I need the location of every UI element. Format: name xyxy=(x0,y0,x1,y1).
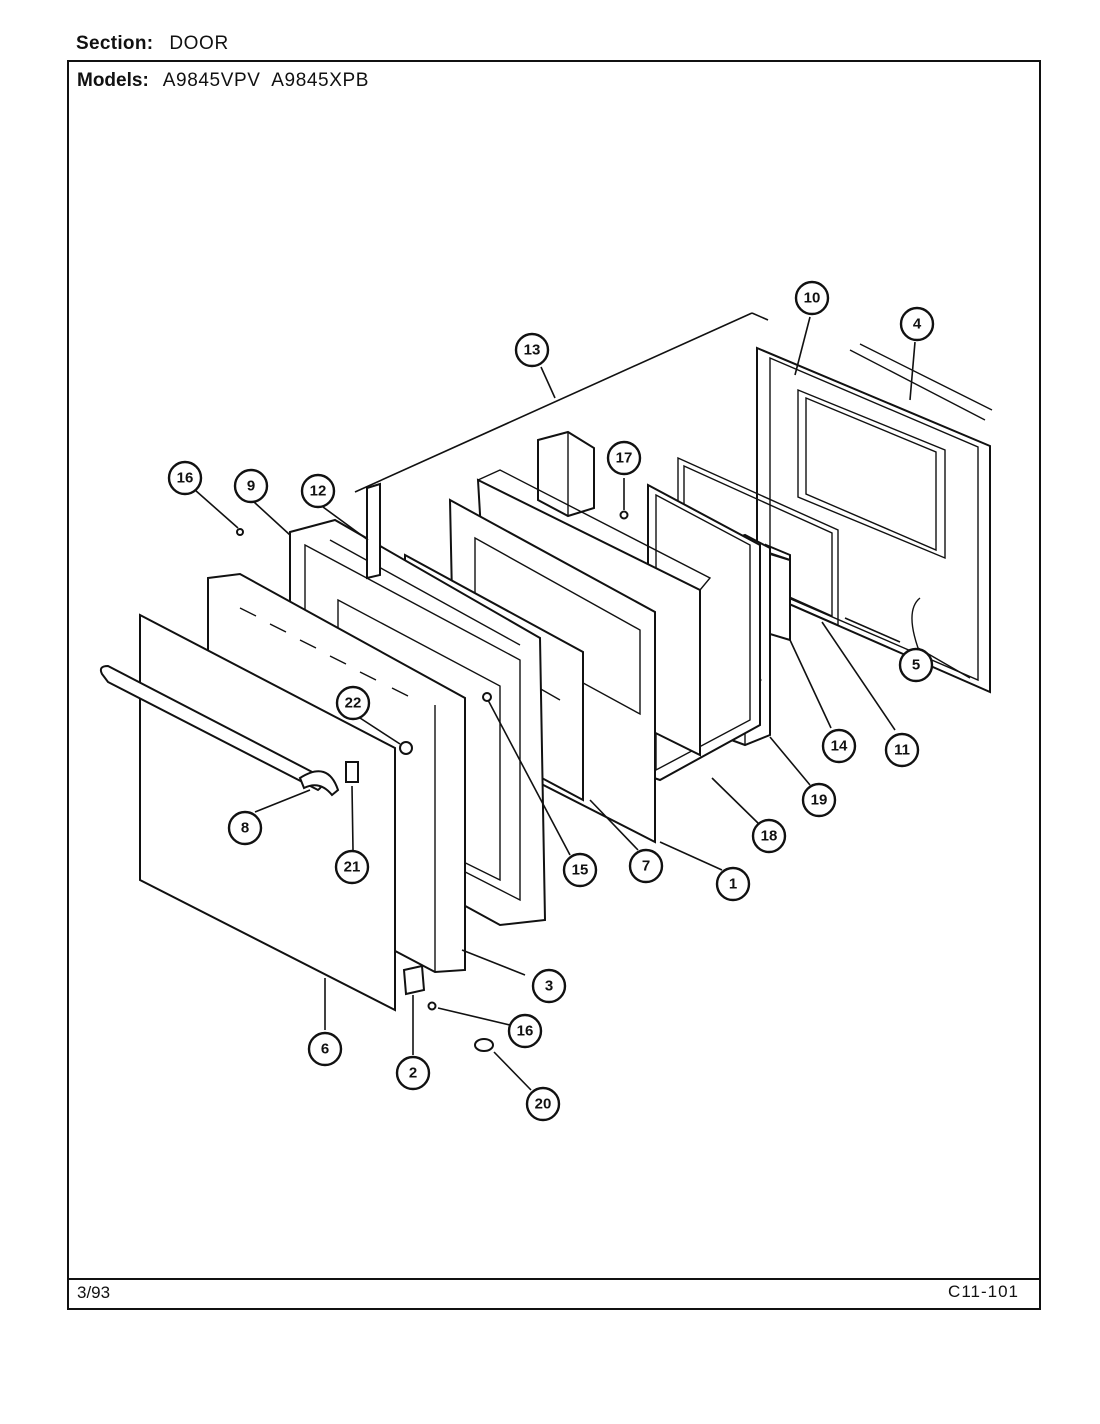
footer-code: C11-101 xyxy=(948,1282,1019,1301)
svg-text:19: 19 xyxy=(811,792,828,809)
callout-21: 21 xyxy=(334,849,370,885)
callout-4: 4 xyxy=(899,306,935,342)
callout-17: 17 xyxy=(606,440,642,476)
diagram-frame: Models: A9845VPV A9845XPB 3/93 C11-101 xyxy=(67,60,1041,1310)
section-label: Section: xyxy=(76,33,154,54)
section-header: Section: DOOR xyxy=(76,33,229,55)
svg-text:21: 21 xyxy=(344,859,361,876)
callout-1: 1 xyxy=(715,866,751,902)
svg-text:10: 10 xyxy=(804,290,821,307)
models-value: A9845VPV A9845XPB xyxy=(162,70,370,91)
callout-9: 9 xyxy=(233,468,269,504)
svg-text:18: 18 xyxy=(761,828,778,845)
svg-text:14: 14 xyxy=(831,738,848,755)
svg-text:15: 15 xyxy=(572,862,589,879)
svg-text:16: 16 xyxy=(517,1023,534,1040)
callout-15: 15 xyxy=(562,852,598,888)
models-label: Models: xyxy=(77,70,149,91)
callout-20: 20 xyxy=(525,1086,561,1122)
svg-text:17: 17 xyxy=(616,450,633,467)
svg-text:20: 20 xyxy=(535,1096,552,1113)
handle-part-8 xyxy=(99,664,340,797)
callout-12: 12 xyxy=(300,473,336,509)
section-value: DOOR xyxy=(169,33,229,54)
callout-3: 3 xyxy=(531,968,567,1004)
callout-19: 19 xyxy=(801,782,837,818)
nut-part-22 xyxy=(399,741,413,755)
callout-11: 11 xyxy=(884,732,920,768)
hinge-part-2 xyxy=(402,964,426,996)
svg-text:7: 7 xyxy=(642,858,650,875)
svg-text:12: 12 xyxy=(310,483,327,500)
callout-16-top: 16 xyxy=(167,460,203,496)
callout-8: 8 xyxy=(227,810,263,846)
callout-13: 13 xyxy=(514,332,550,368)
callout-16-bottom: 16 xyxy=(507,1013,543,1049)
svg-text:9: 9 xyxy=(247,478,255,495)
callout-6: 6 xyxy=(307,1031,343,1067)
callout-22: 22 xyxy=(335,685,371,721)
screws xyxy=(236,510,629,1011)
svg-text:1: 1 xyxy=(729,876,737,893)
callout-14: 14 xyxy=(821,728,857,764)
bumper-part-20 xyxy=(474,1038,494,1052)
footer-divider xyxy=(69,1278,1039,1280)
bracket-part-12 xyxy=(366,482,381,580)
svg-text:13: 13 xyxy=(524,342,541,359)
svg-text:16: 16 xyxy=(177,470,194,487)
insulation-tube xyxy=(537,430,595,518)
svg-text:22: 22 xyxy=(345,695,362,712)
models-header: Models: A9845VPV A9845XPB xyxy=(77,70,369,92)
svg-text:4: 4 xyxy=(913,316,922,333)
callout-7: 7 xyxy=(628,848,664,884)
svg-text:8: 8 xyxy=(241,820,249,837)
callout-5: 5 xyxy=(898,647,934,683)
leader-lines xyxy=(194,312,916,1091)
door-liner-part-10 xyxy=(756,343,993,694)
svg-text:11: 11 xyxy=(894,742,910,759)
footer-date: 3/93 xyxy=(77,1283,111,1302)
callout-10: 10 xyxy=(794,280,830,316)
callout-18: 18 xyxy=(751,818,787,854)
callout-2: 2 xyxy=(395,1055,431,1091)
svg-text:6: 6 xyxy=(321,1041,329,1058)
outer-panel-part-6 xyxy=(139,613,396,1012)
svg-text:3: 3 xyxy=(545,978,553,995)
svg-text:5: 5 xyxy=(912,657,920,674)
svg-text:2: 2 xyxy=(409,1065,417,1082)
clip-part-21 xyxy=(345,761,359,783)
